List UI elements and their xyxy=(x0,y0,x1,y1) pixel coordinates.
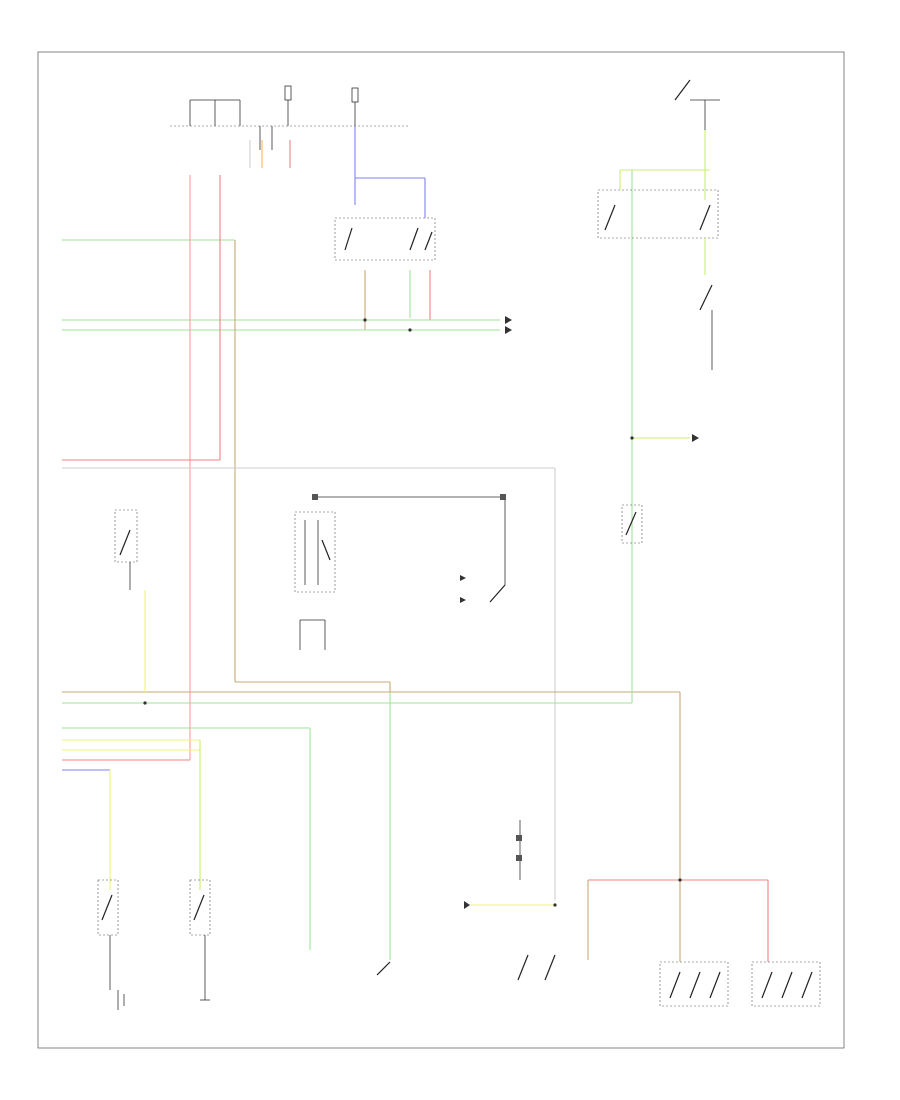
connector-arrow-icon xyxy=(692,434,699,442)
junction-block xyxy=(170,85,410,150)
transmission-control-relay xyxy=(334,217,436,261)
vehicle-speed-sensor xyxy=(376,961,391,976)
stop-lamp-switch xyxy=(97,879,125,1010)
key-interlock-solenoid xyxy=(621,504,643,544)
engine-control-module xyxy=(312,494,506,603)
connector-arrow-icon xyxy=(505,316,512,334)
splice-dots xyxy=(143,318,682,907)
ignition-switch xyxy=(674,79,720,170)
overdrive-cancel-switch xyxy=(189,879,211,1001)
connector-arrow-icon xyxy=(464,901,470,909)
shift-lock-solenoid xyxy=(517,954,556,981)
transmission-range-switch-left xyxy=(659,961,729,1007)
shift-solenoids xyxy=(516,820,522,880)
fuse-icon xyxy=(284,85,359,103)
diagram-frame xyxy=(37,51,845,1049)
brake-switch xyxy=(114,509,138,590)
transmission-range-switch-right xyxy=(751,961,821,1007)
starter-relay xyxy=(699,284,713,370)
neutral-safety-relay xyxy=(597,189,719,239)
throttle-position-sensor xyxy=(294,511,336,650)
